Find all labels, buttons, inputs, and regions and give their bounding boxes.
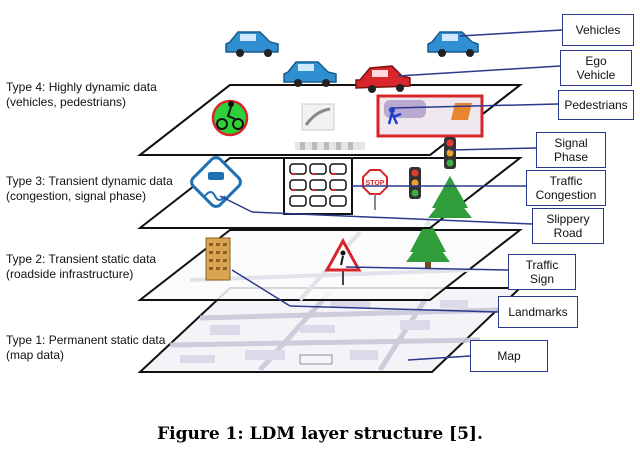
callout-ego-vehicle: Ego Vehicle — [560, 50, 632, 86]
callout-pedestrians: Pedestrians — [558, 90, 634, 120]
landmark-building-icon — [205, 237, 231, 281]
tree-icon — [406, 218, 450, 268]
callout-traffic-sign-line2: Sign — [529, 272, 555, 286]
callout-landmarks: Landmarks — [498, 296, 578, 328]
ldm-layer-diagram: STOP — [137, 29, 563, 373]
tree-icon-2 — [428, 176, 472, 218]
callout-traffic-congestion-line2: Congestion — [535, 188, 597, 202]
callout-signal-phase-line2: Phase — [553, 150, 589, 164]
callout-signal-phase-line1: Signal — [554, 136, 588, 150]
ego-vehicle-car-icon — [355, 65, 411, 93]
callout-map: Map — [470, 340, 548, 372]
callout-ego-vehicle-line2: Vehicle — [576, 68, 616, 82]
callout-landmarks-text: Landmarks — [508, 305, 568, 319]
type4-label-line2: (vehicles, pedestrians) — [6, 95, 127, 109]
layer-type2-roadside — [137, 218, 523, 302]
vehicle-car-icon-2 — [283, 61, 337, 87]
callout-pedestrians-text: Pedestrians — [564, 98, 628, 112]
type3-label-line1: Type 3: Transient dynamic data — [6, 174, 173, 188]
type2-label-line1: Type 2: Transient static data — [6, 252, 157, 266]
callout-signal-phase: Signal Phase — [536, 132, 606, 168]
callout-slippery-road-line1: Slippery — [546, 212, 590, 226]
cyclist-icon — [211, 99, 249, 137]
vehicle-car-icon-1 — [225, 31, 279, 57]
type4-label: Type 4: Highly dynamic data (vehicles, p… — [6, 80, 191, 110]
type1-label-line2: (map data) — [6, 348, 65, 362]
traffic-sign-icon — [324, 237, 362, 285]
callout-traffic-sign-line1: Traffic — [525, 258, 559, 272]
stop-sign-icon: STOP — [362, 169, 388, 210]
callout-ego-vehicle-line1: Ego — [585, 54, 607, 68]
slippery-road-sign-icon — [190, 156, 242, 208]
layer-type3-dynamic: STOP — [137, 156, 523, 229]
callout-vehicles-text: Vehicles — [575, 23, 621, 37]
callout-traffic-congestion-line1: Traffic — [549, 174, 583, 188]
stop-sign-label: STOP — [366, 180, 385, 187]
callout-slippery-road-line2: Road — [553, 226, 583, 240]
callout-slippery-road: Slippery Road — [532, 208, 604, 244]
type4-label-line1: Type 4: Highly dynamic data — [6, 80, 157, 94]
traffic-light-icon-1 — [409, 167, 421, 199]
slide-warning-icon — [301, 103, 335, 131]
vehicle-car-icon-3 — [427, 31, 479, 57]
type2-label: Type 2: Transient static data (roadside … — [6, 252, 191, 282]
pedestrian-warning-icon — [376, 94, 484, 138]
callout-traffic-congestion: Traffic Congestion — [526, 170, 606, 206]
crosswalk-icon — [295, 142, 365, 150]
leader-lines — [219, 29, 563, 361]
traffic-congestion-icon — [283, 157, 353, 215]
figure-caption: Figure 1: LDM layer structure [5]. — [157, 424, 483, 444]
layer-type4-highly-dynamic — [137, 84, 523, 169]
traffic-light-icon-2 — [444, 137, 456, 169]
callout-traffic-sign: Traffic Sign — [508, 254, 576, 290]
type1-label: Type 1: Permanent static data (map data) — [6, 333, 191, 363]
type3-label-line2: (congestion, signal phase) — [6, 189, 147, 203]
callout-map-text: Map — [497, 349, 521, 363]
callout-vehicles: Vehicles — [562, 14, 634, 46]
type2-label-line2: (roadside infrastructure) — [6, 267, 134, 281]
type1-label-line1: Type 1: Permanent static data — [6, 333, 166, 347]
type3-label: Type 3: Transient dynamic data (congesti… — [6, 174, 191, 204]
